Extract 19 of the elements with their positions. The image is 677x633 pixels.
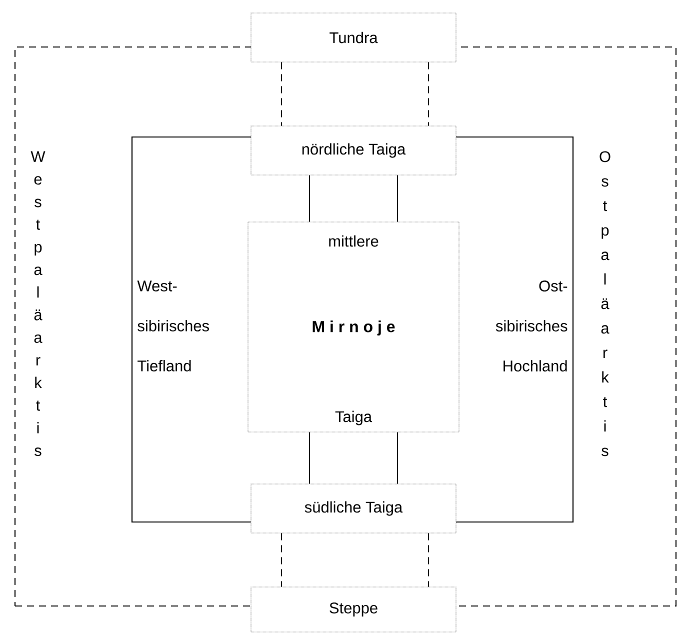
zone-box: südliche Taiga [250,484,456,534]
zone-box: Tundra [250,12,456,62]
zone-label: mittlere [329,235,378,247]
connector-line [428,533,430,587]
zone-label: Taiga [335,410,372,426]
site-name: M i r n o j e [312,320,395,336]
connector-line [280,62,282,126]
zone-box: nördliche Taiga [250,126,456,176]
zone-box: Steppe [250,586,456,632]
connector-line [396,175,398,222]
region-label: West- sibirisches Tiefland [137,280,209,372]
region-label: Ost- sibirisches Hochland [496,280,568,372]
connector-line [308,432,310,484]
connector-line [308,175,310,222]
region-label: Westpaläarktis [30,151,46,456]
connector-line [280,533,282,587]
region-label: Ostpaläarktis [600,151,610,456]
connector-line [428,62,430,126]
connector-line [396,432,398,484]
